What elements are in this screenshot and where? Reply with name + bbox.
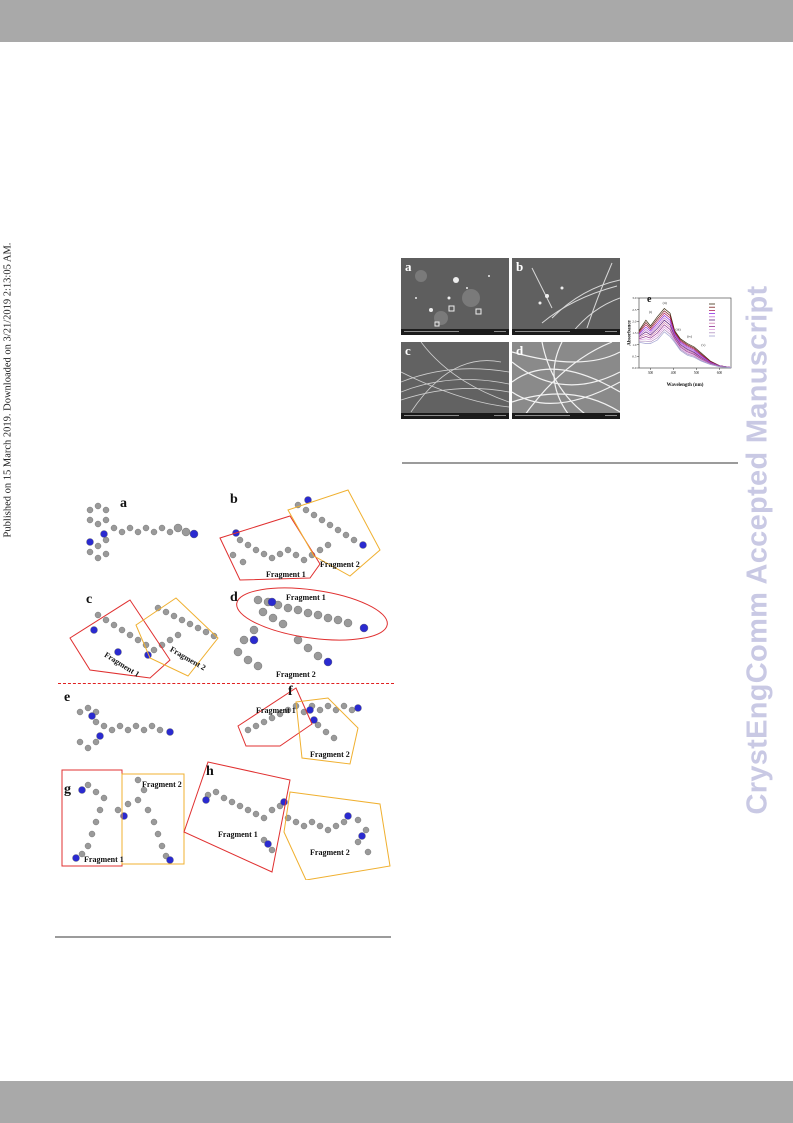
label-c: c: [86, 592, 93, 607]
watermark-text: CrystEngComm Accepted Manuscript: [741, 285, 774, 815]
y-tick-label-2: 1.0: [632, 343, 637, 347]
band-label-0: (i): [649, 310, 652, 314]
y-tick-label-0: 0.0: [632, 366, 637, 370]
sem-image-b: [512, 258, 620, 335]
h-fragment-1-label: Fragment 1: [218, 830, 258, 839]
f-fragment-2-label: Fragment 2: [310, 750, 350, 759]
molecule-b: [229, 496, 367, 566]
d-fragment-1-label: Fragment 1: [286, 593, 326, 602]
sem-image-c: [401, 342, 509, 419]
x-tick-label-3: 600: [717, 371, 723, 375]
b-fragment-2-label: Fragment 2: [320, 560, 360, 569]
figure-divider: [58, 683, 394, 684]
bottom-banner: [0, 1081, 793, 1123]
series-line-7: [638, 324, 732, 368]
g-fragment-1-label: Fragment 1: [84, 855, 124, 864]
molecule-f: [244, 702, 362, 742]
label-h: h: [206, 764, 214, 779]
y-tick-label-6: 3.0: [632, 296, 637, 300]
band-label-3: (iv): [687, 335, 692, 339]
sem-panel-b: b: [512, 258, 620, 335]
publication-note-text: Published on 15 March 2019. Downloaded o…: [2, 242, 14, 538]
series-line-8: [638, 326, 732, 368]
b-fragment-1-label: Fragment 1: [266, 570, 306, 579]
sem-panel-a: a: [401, 258, 509, 335]
d-fragment-2-label: Fragment 2: [276, 670, 316, 679]
label-g: g: [64, 782, 71, 797]
band-label-4: (v): [701, 343, 705, 347]
uv-vis-chart: 300 400 500 600 0.0 0.5 1.0 1.5 2.0 2.5 3.0Wavelen…: [628, 294, 732, 388]
top-banner: [0, 0, 793, 42]
sem-panel-c: c: [401, 342, 509, 419]
label-e: e: [64, 690, 71, 705]
series-line-6: [638, 322, 732, 368]
label-d: d: [230, 590, 238, 605]
series-line-9: [639, 329, 732, 368]
molecule-figure: a b c d e f g h Fragment 1 Fragment 2 Fr…: [58, 480, 394, 881]
y-tick-label-3: 1.5: [632, 331, 637, 335]
panel-label-b: b: [516, 259, 524, 274]
g-fragment-2-label: Fragment 2: [142, 780, 182, 789]
series-line-0: [638, 308, 732, 368]
label-a: a: [120, 496, 127, 511]
sem-image-a: [401, 258, 509, 335]
label-f: f: [288, 684, 293, 699]
series-line-1: [638, 310, 732, 368]
left-column-rule: [55, 936, 391, 938]
panel-label-c: c: [405, 343, 411, 358]
h-fragment-2-label: Fragment 2: [310, 848, 350, 857]
sem-image-d: [512, 342, 620, 419]
chart-panel-label: e: [647, 294, 652, 305]
band-label-1: (ii): [663, 301, 667, 305]
series-line-3: [638, 315, 732, 368]
y-tick-label-5: 2.5: [632, 308, 637, 312]
x-axis-label: Wavelength (nm): [667, 383, 704, 388]
molecule-e: [76, 704, 174, 752]
molecule-d: [233, 595, 369, 671]
right-column-rule: [402, 462, 738, 464]
sem-panel-d: d: [512, 342, 620, 419]
f-fragment-1-label: Fragment 1: [256, 706, 296, 715]
panel-label-a: a: [405, 259, 412, 274]
y-tick-label-1: 0.5: [632, 355, 637, 359]
molecule-h: [202, 788, 372, 856]
y-tick-label-4: 2.0: [632, 320, 637, 324]
x-tick-label-0: 300: [648, 371, 654, 375]
band-label-2: (iii): [676, 328, 681, 332]
sem-figure: a b c: [401, 258, 737, 419]
label-b: b: [230, 492, 238, 507]
series-line-10: [638, 331, 732, 368]
y-axis-label: Absorbance: [628, 319, 633, 345]
series-line-2: [638, 312, 732, 368]
x-tick-label-1: 400: [671, 371, 677, 375]
molecule-g: [72, 776, 174, 864]
molecule-drawings: [61, 489, 391, 881]
series-line-4: [638, 317, 732, 368]
panel-label-d: d: [516, 343, 524, 358]
molecule-a: [86, 502, 199, 562]
x-tick-label-2: 500: [694, 371, 700, 375]
